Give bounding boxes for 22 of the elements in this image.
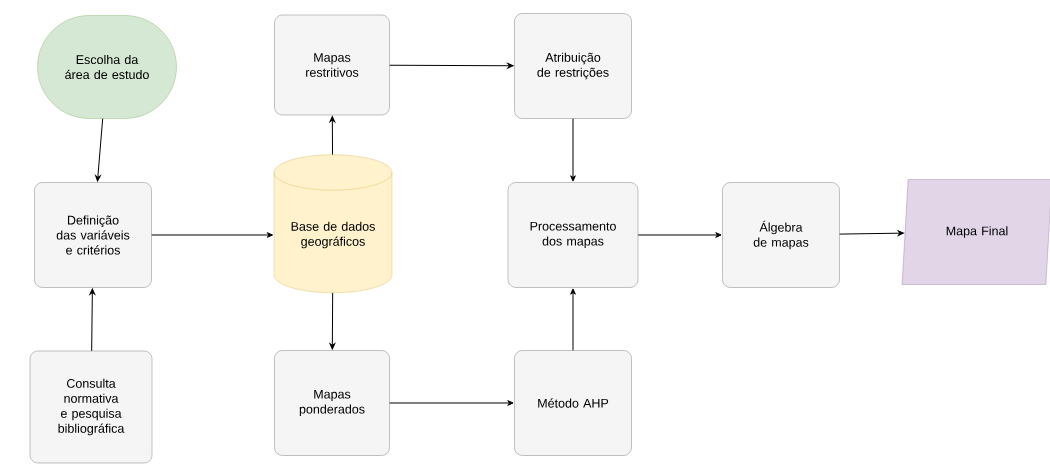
process-box: Método AHP <box>514 350 632 456</box>
database-cylinder: Base de dados geográficos <box>273 154 393 293</box>
arrow <box>89 288 96 352</box>
process-box: Definição das variáveis e critérios <box>34 182 152 288</box>
arrow <box>570 288 576 351</box>
process-box: Álgebra de mapas <box>722 182 840 288</box>
process-box: Consulta normativa e pesquisa bibliográfica <box>29 350 153 464</box>
arrow <box>839 230 905 237</box>
process-box: Mapas ponderados <box>274 350 390 456</box>
process-box: Mapas restritivos <box>274 14 390 116</box>
process-box: Atribuição de restrições <box>514 13 632 119</box>
arrow <box>637 232 722 238</box>
process-box: Processamento dos mapas <box>507 182 639 288</box>
output-parallelogram: Mapa Final <box>901 179 1050 285</box>
arrow <box>329 292 336 350</box>
arrow <box>570 118 576 182</box>
start-terminal: Escolha da área de estudo <box>37 15 177 119</box>
arrow <box>95 118 104 182</box>
arrow <box>151 232 274 238</box>
arrow <box>389 62 514 69</box>
arrow <box>329 115 336 156</box>
arrow <box>389 400 514 406</box>
